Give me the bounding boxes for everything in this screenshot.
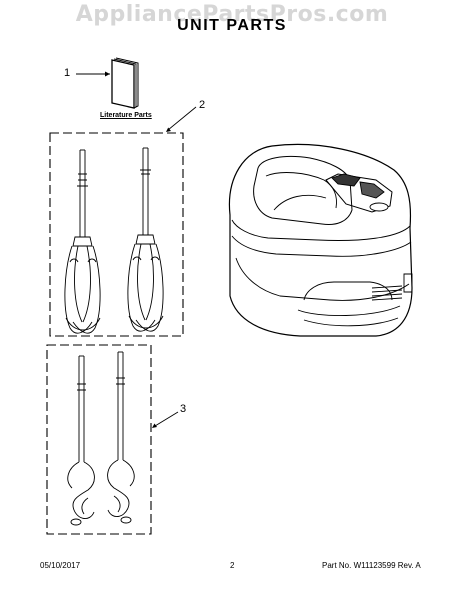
dough-hooks-group-box xyxy=(46,344,152,535)
callout-3: 3 xyxy=(180,403,187,415)
beaters-group-box xyxy=(49,132,184,337)
watermark: AppliancePartsPros.com xyxy=(75,2,389,27)
dough-hook-left xyxy=(67,355,95,526)
page-title: UNIT PARTS xyxy=(177,17,287,34)
footer-page-number: 2 xyxy=(230,561,235,570)
footer-date: 05/10/2017 xyxy=(40,561,81,570)
footer-part-number: Part No. W11123599 Rev. A xyxy=(322,561,421,570)
callout-2: 2 xyxy=(199,99,206,111)
hand-mixer xyxy=(228,143,413,337)
beater-left xyxy=(64,149,101,334)
dough-hook-right xyxy=(107,351,135,524)
callout-1: 1 xyxy=(64,67,71,79)
literature-parts-label: Literature Parts xyxy=(100,112,152,119)
literature-booklet xyxy=(111,57,139,109)
leader-line-2 xyxy=(167,106,197,131)
beater-right xyxy=(127,147,164,332)
leader-line-3 xyxy=(154,411,179,427)
